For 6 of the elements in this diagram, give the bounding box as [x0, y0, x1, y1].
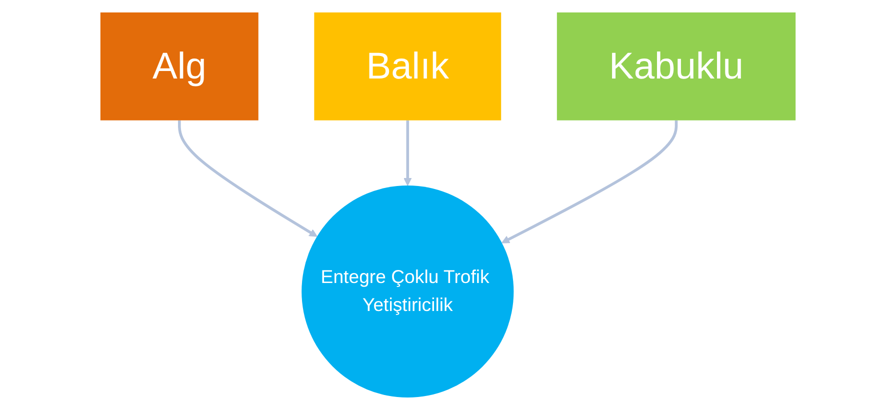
arrow	[501, 120, 678, 244]
node-box: Kabuklu	[556, 12, 796, 120]
node-box: Alg	[100, 12, 258, 120]
arrow	[178, 120, 317, 237]
node-circle: Entegre Çoklu Trofik Yetiştiricilik	[301, 185, 514, 398]
arrow	[403, 120, 412, 186]
